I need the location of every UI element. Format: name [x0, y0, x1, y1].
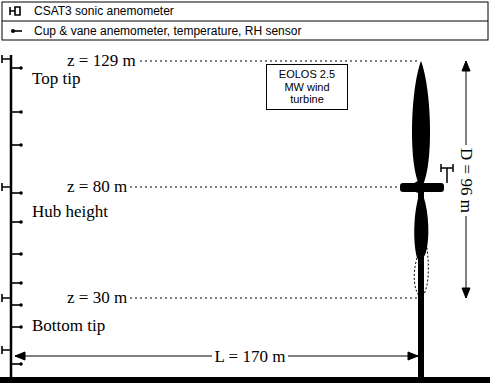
note-text: EOLOS 2.5 MW wind turbine [272, 68, 342, 106]
note-box: EOLOS 2.5 MW wind turbine [266, 64, 348, 110]
sonic-anemometers [0, 55, 11, 63]
legend-text: Cup & vane anemometer, temperature, RH s… [34, 25, 301, 37]
ground [0, 377, 490, 383]
dimension-label: D = 96 m [458, 145, 475, 216]
height-label: z = 129 m [64, 52, 139, 69]
cup-symbol [11, 29, 22, 33]
legend-frame [2, 2, 488, 40]
cup-sensors [11, 66, 23, 366]
sonic-anemometers [0, 183, 11, 354]
height-label: z = 80 m [64, 178, 130, 195]
sonic-symbol [10, 7, 20, 15]
legend-text: CSAT3 sonic anemometer [34, 5, 174, 17]
level-name: Bottom tip [32, 317, 105, 334]
level-name: Top tip [32, 70, 80, 87]
height-leaders [130, 61, 418, 298]
height-label: z = 30 m [64, 289, 130, 306]
dimension-label: L = 170 m [212, 348, 289, 365]
met-tower [10, 55, 13, 378]
wind-turbine [400, 61, 453, 378]
level-name: Hub height [32, 203, 108, 220]
